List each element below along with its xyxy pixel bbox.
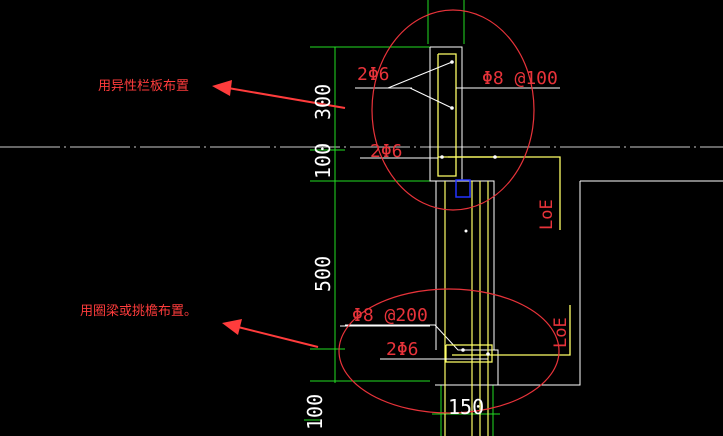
note-bottom: 用圈梁或挑檐布置。 <box>80 304 197 319</box>
dim-label-100b: 100 <box>303 394 327 430</box>
rebar-stirrup-top <box>437 53 457 177</box>
label-mid-bars: 2Φ6 <box>370 141 403 162</box>
rebar-dot <box>493 155 497 159</box>
arrow-bottom-shaft <box>237 326 319 348</box>
rebar-dot <box>486 352 490 356</box>
arrow-top-head <box>212 80 232 96</box>
rebar-dot <box>464 229 468 233</box>
rebar-dot <box>461 348 465 352</box>
highlight-ellipse-bottom <box>338 288 560 414</box>
note-top: 用异性栏板布置 <box>98 79 189 94</box>
dim-label-150: 150 <box>448 395 484 419</box>
label-low-stirrup: Φ8 @200 <box>352 305 428 326</box>
dim-label-500: 500 <box>311 256 335 292</box>
highlight-ellipse-top <box>371 9 535 211</box>
section-outline-top <box>429 46 463 182</box>
label-loe-upper: LoE <box>537 199 557 230</box>
arrow-top-shaft <box>227 87 346 109</box>
rebar-stirrup-lower <box>445 344 493 363</box>
dim-label-100a: 100 <box>311 143 335 179</box>
leader-top-bars-2 <box>409 87 453 109</box>
section-outline-wall <box>462 180 495 350</box>
arrow-bottom-head <box>222 319 242 335</box>
label-top-stirrup: Φ8 @100 <box>482 68 558 89</box>
dim-label-300: 300 <box>311 84 335 120</box>
rebar-anchor-upper <box>448 156 561 230</box>
rebar-dot <box>440 155 444 159</box>
label-low-bars: 2Φ6 <box>386 339 419 360</box>
label-loe-lower: LoE <box>551 317 571 348</box>
slab-outline-edge <box>498 181 581 386</box>
label-top-bars: 2Φ6 <box>357 64 390 85</box>
rebar-anchor-lower <box>452 305 571 356</box>
column-marker <box>455 179 471 198</box>
leader-top-bars-1 <box>387 61 453 89</box>
